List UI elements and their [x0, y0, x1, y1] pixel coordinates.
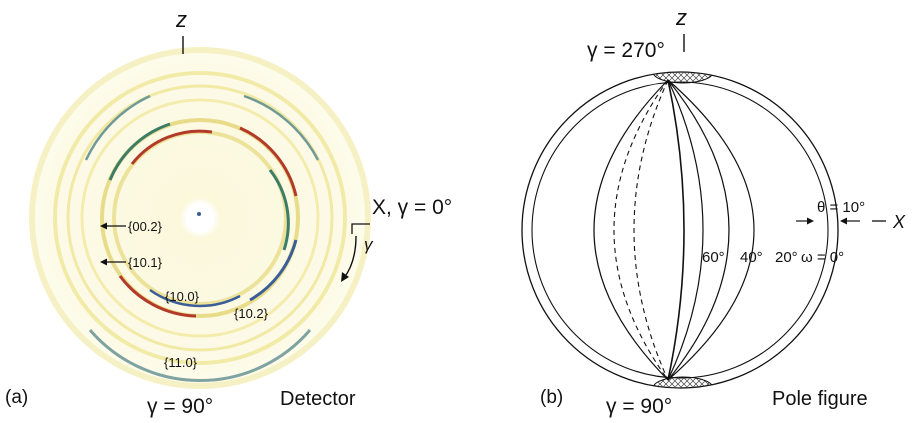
- pole-theta-circle: [531, 81, 829, 379]
- ring-10-1-arc-blue: [249, 239, 298, 302]
- ring-00-2-arc-red: [130, 129, 213, 165]
- ring-10-2-arc-right: [243, 94, 320, 161]
- ring-00-2-arc-green: [268, 169, 290, 251]
- gamma-reference-line: [351, 223, 370, 234]
- ring-10-1: [100, 118, 300, 318]
- omega-label-40: 40°: [740, 249, 763, 266]
- ring-11-0: [53, 71, 347, 365]
- ring-10-2-arc-top: [84, 94, 151, 161]
- theta-arrow-left-head: [807, 217, 814, 225]
- omega-label-60: 60°: [702, 249, 725, 266]
- beam-stop: [186, 204, 214, 232]
- far-arc-dashed-2: [633, 79, 669, 381]
- pole-x-label: X: [892, 212, 906, 232]
- detector-caption: Detector: [280, 388, 356, 410]
- ring-label-10-0: {10.0}: [165, 289, 200, 304]
- omega-label-0: ω = 0°: [801, 249, 844, 266]
- ring-label-10-2: {10.2}: [234, 306, 269, 321]
- theta-label: θ = 10°: [817, 199, 865, 216]
- omega-arc-20: [667, 79, 730, 381]
- omega-arc-40: [667, 79, 704, 381]
- panel-a-tag: (a): [5, 387, 28, 408]
- beam-center: [197, 212, 201, 216]
- arrow-00-2-head: [100, 222, 107, 230]
- far-arc-solid: [593, 79, 669, 381]
- ring-10-1-arc-red-bottom: [118, 275, 197, 318]
- ring-10-1-arc-green: [108, 122, 171, 181]
- gamma-arrow-head: [341, 272, 349, 282]
- panel-b-tag: (b): [540, 387, 563, 408]
- pole-z-label: z: [675, 5, 687, 30]
- ring-00-2-arc-blue: [149, 288, 241, 308]
- far-arc-dashed-1: [613, 79, 669, 381]
- ring-mid: [80, 98, 320, 338]
- ring-11-0-arc: [88, 329, 312, 382]
- ring-label-11-0: {11.0}: [164, 355, 198, 370]
- pole-cap-top: [652, 72, 714, 84]
- omega-label-20: 20°: [775, 249, 798, 266]
- pole-cap-bottom: [652, 376, 714, 388]
- ring-label-00-2: {00.2}: [128, 219, 163, 234]
- pole-caption: Pole figure: [772, 388, 868, 410]
- pole-outer-circle: [521, 71, 839, 389]
- ring-outer-diffuse: [29, 47, 371, 389]
- arrow-10-1-head: [100, 258, 107, 266]
- pole-gamma90-label: γ = 90°: [606, 395, 672, 418]
- ring-10-1-arc-red: [239, 126, 298, 197]
- gamma-symbol: γ: [364, 235, 374, 254]
- pole-figure-panel: z γ = 270° γ = 90° 60° 40° 20° ω = 0° θ …: [521, 5, 906, 418]
- omega-arc-60: [667, 79, 685, 381]
- ring-label-10-1: {10.1}: [128, 255, 163, 270]
- ring-10-2: [66, 84, 334, 352]
- detector-x-gamma0-label: X, γ = 0°: [372, 196, 452, 219]
- pole-gamma270-label: γ = 270°: [587, 39, 665, 62]
- theta-arrow-right-head: [840, 217, 847, 225]
- detector-panel: z {00.2} {10.1} {10.0} {10.2} {11.0} X, …: [5, 7, 452, 418]
- detector-z-label: z: [175, 7, 187, 32]
- omega-arc-0: [667, 79, 755, 381]
- detector-gamma90-label: γ = 90°: [147, 395, 213, 418]
